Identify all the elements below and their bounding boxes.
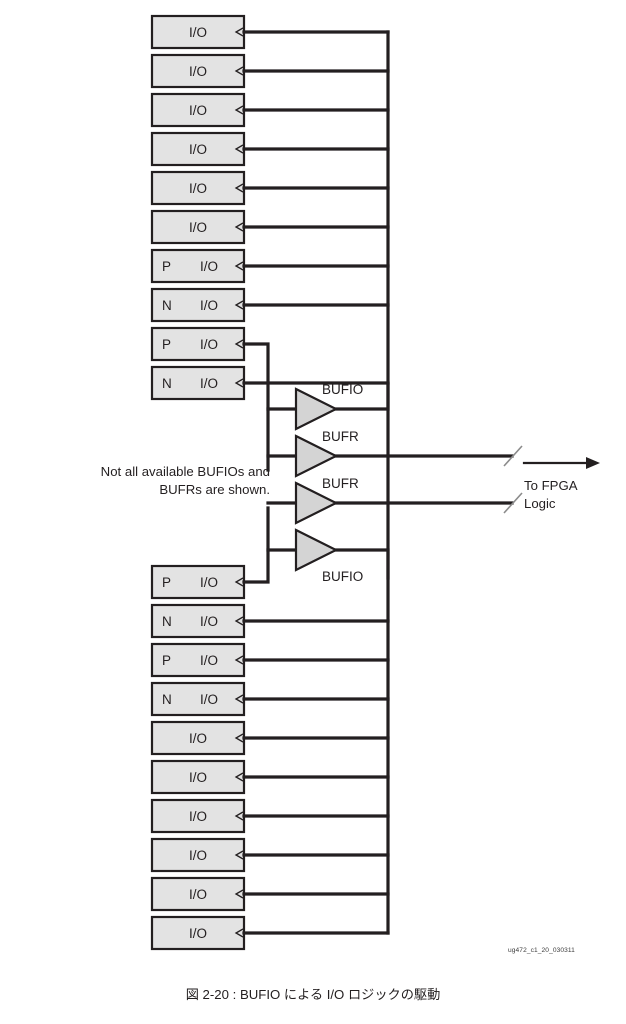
io-polarity-label: N: [162, 614, 172, 629]
figure-caption: 図 2-20 : BUFIO による I/O ロジックの駆動: [185, 987, 441, 1002]
io-block-bottom-1: N I/O: [150, 603, 246, 639]
io-block-bottom-7: I/O: [150, 837, 246, 873]
io-block-top-3: I/O: [150, 131, 246, 167]
io-block-bottom-8: I/O: [150, 876, 246, 912]
io-block-label: I/O: [189, 25, 207, 40]
io-block-label: I/O: [189, 809, 207, 824]
wire-layer: [242, 30, 600, 935]
lower-pair-spine: [242, 506, 270, 584]
io-block-top-7: N I/O: [150, 287, 246, 323]
io-block-label: I/O: [200, 653, 218, 668]
io-block-label: I/O: [200, 575, 218, 590]
io-polarity-label: N: [162, 298, 172, 313]
io-block-label: I/O: [189, 142, 207, 157]
io-block-label: I/O: [200, 614, 218, 629]
to-fpga-arrowhead: [586, 457, 600, 469]
io-block-top-9: N I/O: [150, 365, 246, 401]
io-block-bottom-9: I/O: [150, 915, 246, 951]
buffer-bufr-2: BUFR: [294, 476, 359, 525]
io-block-label: I/O: [200, 692, 218, 707]
io-block-bottom-6: I/O: [150, 798, 246, 834]
io-block-top-1: I/O: [150, 53, 246, 89]
io-block-label: I/O: [189, 926, 207, 941]
io-block-bottom-5: I/O: [150, 759, 246, 795]
io-block-label: I/O: [189, 64, 207, 79]
upper-pair-spine: [242, 342, 270, 472]
io-block-label: I/O: [200, 337, 218, 352]
io-polarity-label: P: [162, 337, 171, 352]
buffer-bufr-1: BUFR: [294, 429, 359, 478]
io-block-label: I/O: [189, 103, 207, 118]
bufio-top-output: [334, 382, 390, 411]
io-block-bottom-3: N I/O: [150, 681, 246, 717]
buffer-label: BUFIO: [322, 382, 363, 397]
io-block-label: I/O: [189, 731, 207, 746]
io-block-label: I/O: [189, 770, 207, 785]
io-block-top-2: I/O: [150, 92, 246, 128]
io-block-label: I/O: [200, 298, 218, 313]
bufio-availability-note: Not all available BUFIOs and BUFRs are s…: [100, 464, 270, 497]
io-block-label: I/O: [189, 181, 207, 196]
io-block-top-4: I/O: [150, 170, 246, 206]
io-block-label: I/O: [200, 259, 218, 274]
io-block-bottom-0: P I/O: [150, 564, 246, 600]
io-block-label: I/O: [189, 848, 207, 863]
io-block-bottom-4: I/O: [150, 720, 246, 756]
io-polarity-label: N: [162, 376, 172, 391]
buffer-label: BUFR: [322, 476, 359, 491]
buffer-bufio-3: BUFIO: [294, 528, 363, 584]
io-block-top-5: I/O: [150, 209, 246, 245]
io-block-top-0: I/O: [150, 14, 246, 50]
buffer-bufio-0: BUFIO: [294, 382, 363, 431]
figure-id-code: ug472_c1_20_030311: [508, 947, 575, 954]
buffer-layer: BUFIO BUFR BUFR BUFIO: [294, 382, 363, 584]
to-fpga-logic-label: To FPGA Logic: [524, 478, 578, 511]
io-block-label: I/O: [189, 887, 207, 902]
buffer-label: BUFIO: [322, 569, 363, 584]
bus-width-slash-bottom: [503, 492, 523, 514]
io-block-top-8: P I/O: [150, 326, 246, 362]
io-block-label: I/O: [189, 220, 207, 235]
io-polarity-label: P: [162, 653, 171, 668]
bus-width-slash-top: [503, 445, 523, 467]
io-polarity-label: P: [162, 259, 171, 274]
buffer-label: BUFR: [322, 429, 359, 444]
io-polarity-label: N: [162, 692, 172, 707]
io-block-label: I/O: [200, 376, 218, 391]
io-block-bottom-2: P I/O: [150, 642, 246, 678]
bufio-bottom-output: [334, 548, 390, 580]
io-polarity-label: P: [162, 575, 171, 590]
io-block-top-6: P I/O: [150, 248, 246, 284]
io-block-layer: I/O I/O I/O I/O I/O I/O P I/O N I/O P I/O N I/O P I/O N I…: [150, 14, 246, 951]
